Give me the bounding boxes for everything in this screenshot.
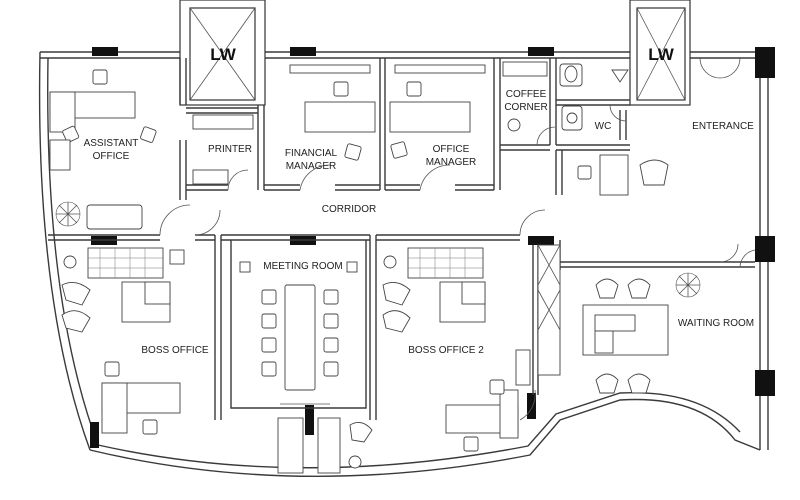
entrance-label: ENTERANCE xyxy=(692,121,754,132)
assistant-office-label-line2: OFFICE xyxy=(93,151,130,162)
coffee-corner-label-line2: CORNER xyxy=(504,102,547,113)
boss-office-label: BOSS OFFICE xyxy=(141,345,209,356)
corridor-label: CORRIDOR xyxy=(322,204,376,215)
coffee-corner-label-line1: COFFEE xyxy=(506,89,547,100)
lw-shaft-right xyxy=(629,0,691,106)
office-manager-label-line1: OFFICE xyxy=(433,144,470,155)
office-manager-furniture xyxy=(389,64,486,159)
lw-right-label: LW xyxy=(648,45,674,64)
interior-partitions xyxy=(48,58,755,420)
assistant-office-label-line1: ASSISTANT xyxy=(84,138,139,149)
wc-label: WC xyxy=(595,121,612,132)
meeting-room-label: MEETING ROOM xyxy=(263,261,342,272)
room-labels: ASSISTANT OFFICE PRINTER FINANCIAL MANAG… xyxy=(84,89,755,356)
waiting-room-label: WAITING ROOM xyxy=(678,318,754,329)
reception-furniture xyxy=(577,154,669,196)
printer-label: PRINTER xyxy=(208,144,252,155)
waiting-plant-icon xyxy=(675,272,701,298)
lw-shaft-left xyxy=(179,0,266,106)
outer-walls xyxy=(38,51,769,477)
financial-manager-label-line2: MANAGER xyxy=(286,161,337,172)
door-swings xyxy=(159,57,756,421)
assistant-office-furniture xyxy=(49,69,157,230)
boss-office-furniture xyxy=(61,247,185,435)
lw-left-label: LW xyxy=(210,45,236,64)
financial-manager-furniture xyxy=(289,64,376,161)
meeting-room-furniture xyxy=(239,261,373,474)
wc-fixtures xyxy=(559,63,629,131)
office-manager-label-line2: MANAGER xyxy=(426,157,477,168)
plant-icon xyxy=(55,201,81,227)
coffee-corner-furniture xyxy=(502,61,548,132)
financial-manager-label-line1: FINANCIAL xyxy=(285,148,338,159)
boss-office-2-label: BOSS OFFICE 2 xyxy=(408,345,484,356)
printer-furniture xyxy=(192,114,254,185)
waiting-room-furniture xyxy=(537,244,669,394)
boss-office-2-furniture xyxy=(382,247,531,452)
